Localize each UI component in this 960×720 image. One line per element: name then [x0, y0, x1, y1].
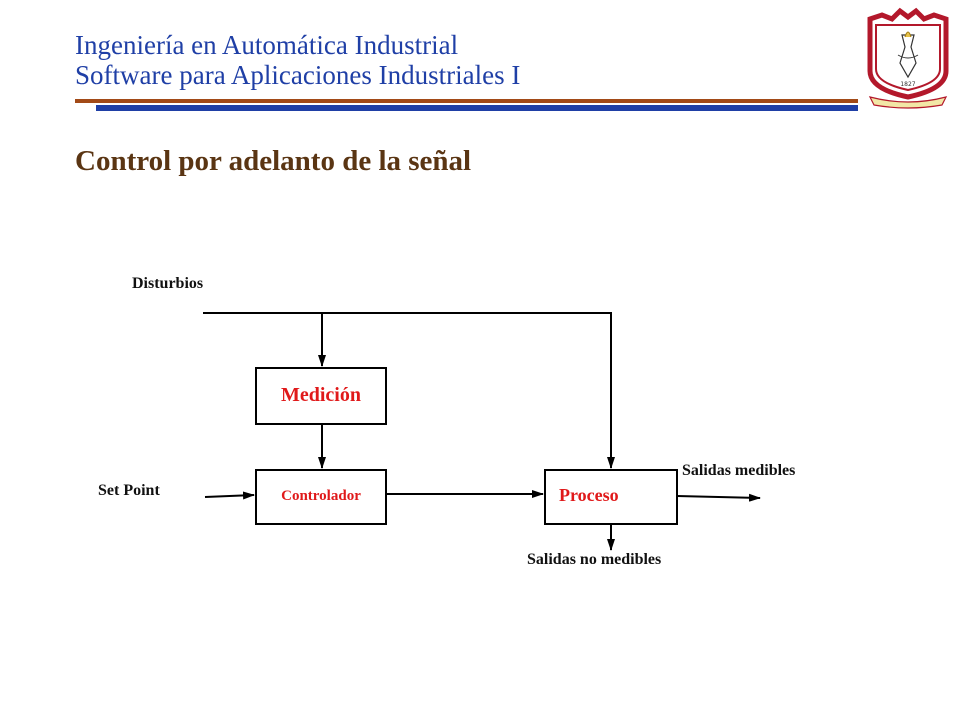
subject-line: Software para Aplicaciones Industriales … — [75, 60, 521, 90]
measurable-output-arrow — [676, 493, 761, 502]
header-rule-blue — [96, 105, 858, 111]
controller-block-label: Controlador — [281, 488, 361, 504]
disturbance-label: Disturbios — [132, 275, 204, 292]
process-block-label: Proceso — [559, 485, 619, 505]
header-rule-brown — [75, 99, 858, 103]
setpoint-arrow — [204, 491, 255, 500]
measurable-outputs-label: Salidas medibles — [682, 462, 796, 479]
slide-title: Control por adelanto de la señal — [75, 145, 472, 177]
measurement-block — [255, 367, 387, 425]
university-seal-icon: 1827 — [867, 7, 949, 109]
controller-block — [255, 469, 387, 525]
unmeasurable-outputs-label: Salidas no medibles — [527, 551, 662, 568]
measurement-block-label: Medición — [281, 384, 361, 406]
setpoint-label: Set Point — [98, 482, 160, 499]
course-line: Ingeniería en Automática Industrial — [75, 30, 459, 60]
svg-text:1827: 1827 — [900, 81, 915, 88]
